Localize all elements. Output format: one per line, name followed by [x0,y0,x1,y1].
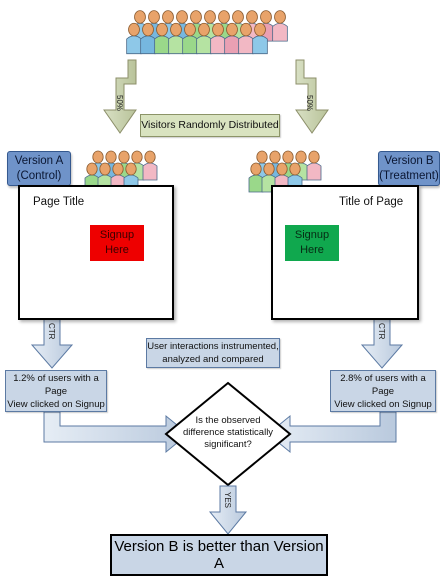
decision-line2: difference statistically [182,427,274,438]
version-b-tag: Version B (Treatment) [378,151,440,186]
instrumentation-label: User interactions instrumented, analyzed… [146,338,280,368]
result-a-line1: 1.2% of users with a Page [13,372,99,397]
page-version-b-title: Title of Page [339,196,404,208]
person-icon [272,10,288,42]
decision-line3: significant? [204,439,252,450]
person-icon [238,22,254,55]
instrumentation-line2: analyzed and compared [162,354,264,365]
split-arrow-right [295,59,329,134]
split-right-pct: 50% [305,95,314,111]
instrumentation-line1: User interactions instrumented, [147,341,279,352]
person-icon [142,150,158,181]
decision-diamond [164,381,292,487]
yes-arrow [208,485,248,535]
result-version-a: 1.2% of users with a Page View clicked o… [5,370,107,412]
conclusion-box: Version B is better than Version A [110,534,328,576]
result-arrow-left [43,411,189,454]
ctr-right-label: CTR [377,323,386,340]
person-icon [252,22,268,55]
result-a-line2: View clicked on Signup [7,398,105,410]
distribution-label: Visitors Randomly Distributed [140,114,280,137]
person-icon [306,150,322,181]
page-version-a-title: Page Title [33,196,85,208]
signup-a-line1: Signup [99,229,135,241]
signup-b-line1: Signup [294,229,330,241]
yes-label: YES [223,492,232,508]
version-b-tag-line2: (Treatment) [379,169,439,182]
split-arrow-left [103,59,137,134]
signup-a-line2: Here [105,244,129,256]
signup-button-a[interactable]: Signup Here [90,225,144,261]
person-icon [182,22,198,55]
result-b-line2: View clicked on Signup [334,398,432,410]
person-icon [168,22,184,55]
person-icon [224,22,240,55]
signup-b-line2: Here [300,244,324,256]
signup-button-b[interactable]: Signup Here [285,225,339,261]
ctr-left-label: CTR [47,323,56,340]
decision-line1: Is the observed [195,415,261,426]
ctr-arrow-right [360,316,404,369]
decision-question: Is the observed difference statistically… [170,412,286,454]
person-icon [140,22,156,55]
person-icon [154,22,170,55]
version-b-tag-line1: Version B [384,154,434,167]
version-a-tag-line2: (Control) [16,169,62,182]
result-version-b: 2.8% of users with a Page View clicked o… [330,370,436,412]
crowd-top-icon [126,10,288,55]
ctr-arrow-left [30,316,74,369]
person-icon [196,22,212,55]
page-version-b [271,185,419,320]
version-a-tag: Version A (Control) [7,151,71,186]
person-icon [248,162,264,193]
version-a-tag-line1: Version A [14,154,64,167]
person-icon [210,22,226,55]
person-icon [126,22,142,55]
split-left-pct: 50% [115,95,124,111]
result-b-line1: 2.8% of users with a Page [340,372,426,397]
